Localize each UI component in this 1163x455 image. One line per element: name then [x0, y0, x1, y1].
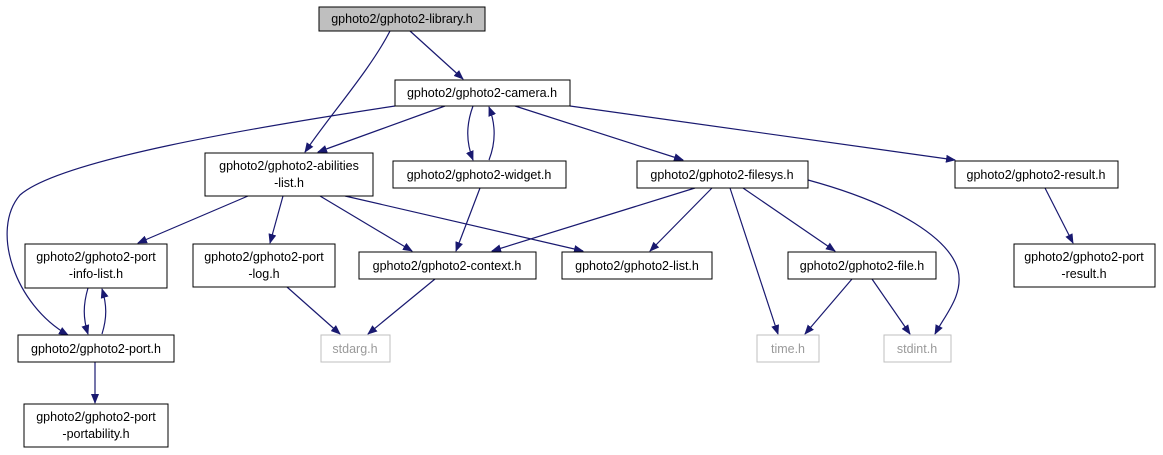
edge-widget-to-camera	[488, 106, 496, 161]
node-stdint[interactable]: stdint.h	[883, 334, 952, 363]
edge-file-to-time	[804, 278, 853, 335]
node-result-label: gphoto2/gphoto2-result.h	[967, 168, 1106, 182]
node-abilities-label-line2: -list.h	[274, 176, 304, 190]
node-filesys-label: gphoto2/gphoto2-filesys.h	[650, 168, 793, 182]
edge-abilities-to-portlog	[268, 195, 284, 244]
edge-abilities-to-list	[344, 195, 584, 253]
nodes: gphoto2/gphoto2-library.h gphoto2/gphoto…	[17, 6, 1156, 448]
node-stdarg-label: stdarg.h	[332, 342, 377, 356]
node-camera[interactable]: gphoto2/gphoto2-camera.h	[394, 79, 571, 107]
edge-portlog-to-stdarg	[286, 286, 341, 335]
edge-port-to-portinfo	[100, 288, 109, 335]
node-portinfo-label-line1: gphoto2/gphoto2-port	[36, 250, 156, 264]
edge-camera-to-filesys	[514, 105, 684, 162]
edge-filesys-to-list	[649, 187, 713, 252]
node-time-label: time.h	[771, 342, 805, 356]
edge-filesys-to-time	[729, 187, 779, 335]
node-camera-label: gphoto2/gphoto2-camera.h	[407, 86, 557, 100]
node-portresult-label-line2: -result.h	[1061, 267, 1106, 281]
node-stdarg[interactable]: stdarg.h	[320, 334, 391, 363]
node-abilities[interactable]: gphoto2/gphoto2-abilities -list.h	[204, 152, 374, 197]
edge-context-to-stdarg	[367, 278, 436, 335]
node-file[interactable]: gphoto2/gphoto2-file.h	[787, 251, 937, 280]
node-portlog[interactable]: gphoto2/gphoto2-port -log.h	[192, 243, 336, 288]
node-widget[interactable]: gphoto2/gphoto2-widget.h	[392, 160, 567, 189]
node-portresult[interactable]: gphoto2/gphoto2-port -result.h	[1013, 243, 1156, 288]
node-filesys[interactable]: gphoto2/gphoto2-filesys.h	[636, 160, 809, 189]
edge-abilities-to-portinfo	[137, 195, 249, 244]
node-portresult-label-line1: gphoto2/gphoto2-port	[1024, 250, 1144, 264]
node-portlog-label-line2: -log.h	[248, 267, 279, 281]
node-port[interactable]: gphoto2/gphoto2-port.h	[17, 334, 175, 363]
edge-abilities-to-context	[319, 195, 413, 252]
edge-camera-to-port	[6, 105, 396, 336]
edge-filesys-to-stdint	[807, 179, 960, 335]
edge-file-to-stdint	[871, 278, 911, 335]
edge-camera-to-widget	[466, 105, 474, 161]
node-context-label: gphoto2/gphoto2-context.h	[373, 259, 522, 273]
node-library[interactable]: gphoto2/gphoto2-library.h	[318, 6, 486, 32]
edge-library-to-camera	[409, 30, 464, 80]
node-library-label: gphoto2/gphoto2-library.h	[331, 12, 473, 26]
node-abilities-label-line1: gphoto2/gphoto2-abilities	[219, 159, 359, 173]
node-portability[interactable]: gphoto2/gphoto2-port -portability.h	[23, 403, 169, 448]
edge-filesys-to-context	[491, 187, 696, 253]
edge-widget-to-context	[455, 187, 481, 252]
node-context[interactable]: gphoto2/gphoto2-context.h	[358, 251, 537, 280]
node-portability-label-line1: gphoto2/gphoto2-port	[36, 410, 156, 424]
node-result[interactable]: gphoto2/gphoto2-result.h	[954, 160, 1119, 189]
node-portability-label-line2: -portability.h	[62, 427, 129, 441]
edge-result-to-portresult	[1044, 187, 1074, 244]
node-list-label: gphoto2/gphoto2-list.h	[575, 259, 699, 273]
node-portlog-label-line1: gphoto2/gphoto2-port	[204, 250, 324, 264]
edge-camera-to-result	[569, 105, 956, 163]
node-stdint-label: stdint.h	[897, 342, 937, 356]
edge-camera-to-abilities	[317, 105, 446, 153]
node-port-label: gphoto2/gphoto2-port.h	[31, 342, 161, 356]
node-list[interactable]: gphoto2/gphoto2-list.h	[561, 251, 713, 280]
edge-portinfo-to-port	[81, 287, 90, 335]
node-file-label: gphoto2/gphoto2-file.h	[800, 259, 924, 273]
edges	[6, 30, 1074, 404]
node-time[interactable]: time.h	[756, 334, 820, 363]
node-portinfo[interactable]: gphoto2/gphoto2-port -info-list.h	[24, 243, 168, 289]
edge-filesys-to-file	[742, 187, 836, 252]
node-portinfo-label-line2: -info-list.h	[69, 267, 123, 281]
edge-library-to-abilities	[304, 30, 391, 153]
node-widget-label: gphoto2/gphoto2-widget.h	[407, 168, 552, 182]
